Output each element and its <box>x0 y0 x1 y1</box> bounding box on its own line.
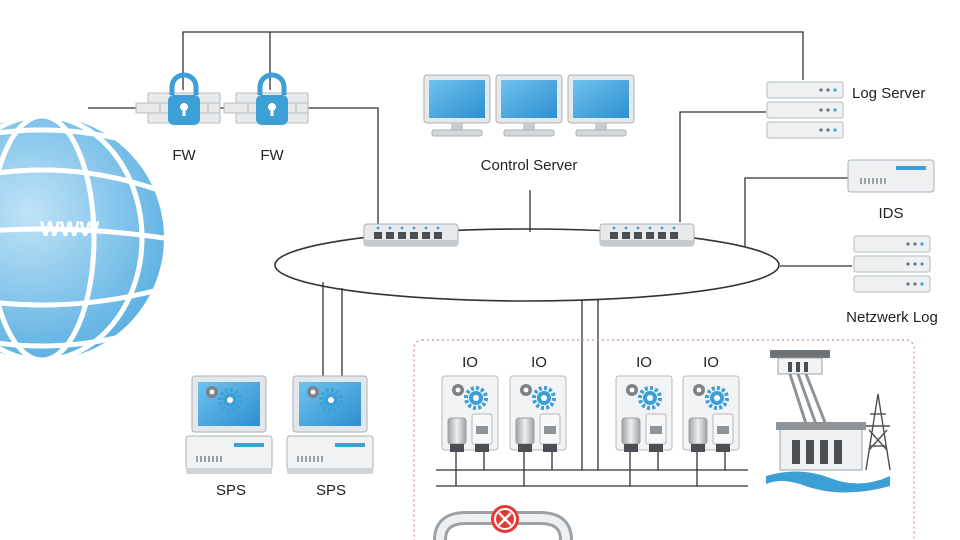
firewall-lock-icon <box>136 75 220 125</box>
monitor-icon <box>423 74 491 137</box>
io-module <box>616 376 672 452</box>
io-module <box>442 376 498 452</box>
firewall-2 <box>224 75 308 125</box>
monitor-icon <box>495 74 563 137</box>
io3-label: IO <box>636 354 652 371</box>
server-icon <box>766 101 844 119</box>
switch-icon <box>599 223 695 247</box>
io1-label: IO <box>462 354 478 371</box>
ids-device <box>847 159 935 193</box>
power-plant-icon <box>766 350 890 493</box>
log-server <box>766 81 844 139</box>
valve-icon <box>433 505 573 540</box>
server-icon <box>853 235 931 253</box>
io-module <box>510 376 566 452</box>
control-server-label: Control Server <box>481 157 578 174</box>
io4-label: IO <box>703 354 719 371</box>
sps-controller <box>186 376 272 474</box>
io-module <box>683 376 739 452</box>
server-icon <box>766 81 844 99</box>
fw2-label: FW <box>260 147 284 164</box>
fw1-label: FW <box>172 147 196 164</box>
field-zone-border <box>413 339 915 540</box>
netzwerk-log-label: Netzwerk Log <box>846 309 938 326</box>
firewall-1 <box>136 75 220 125</box>
transmission-tower-icon <box>865 393 891 471</box>
globe-icon <box>0 113 165 363</box>
network-links <box>88 31 852 487</box>
switch-icon <box>363 223 459 247</box>
www-label: WWW <box>40 218 100 241</box>
firewall-lock-icon <box>224 75 308 125</box>
io2-label: IO <box>531 354 547 371</box>
sps2-label: SPS <box>316 482 346 499</box>
server-icon <box>853 255 931 273</box>
sps-controller <box>287 376 373 474</box>
sps1-label: SPS <box>216 482 246 499</box>
netzwerk-log-server <box>853 235 931 293</box>
control-server <box>423 74 635 137</box>
server-icon <box>853 275 931 293</box>
server-icon <box>766 121 844 139</box>
ids-label: IDS <box>878 205 903 222</box>
log-server-label: Log Server <box>852 85 925 102</box>
monitor-icon <box>567 74 635 137</box>
